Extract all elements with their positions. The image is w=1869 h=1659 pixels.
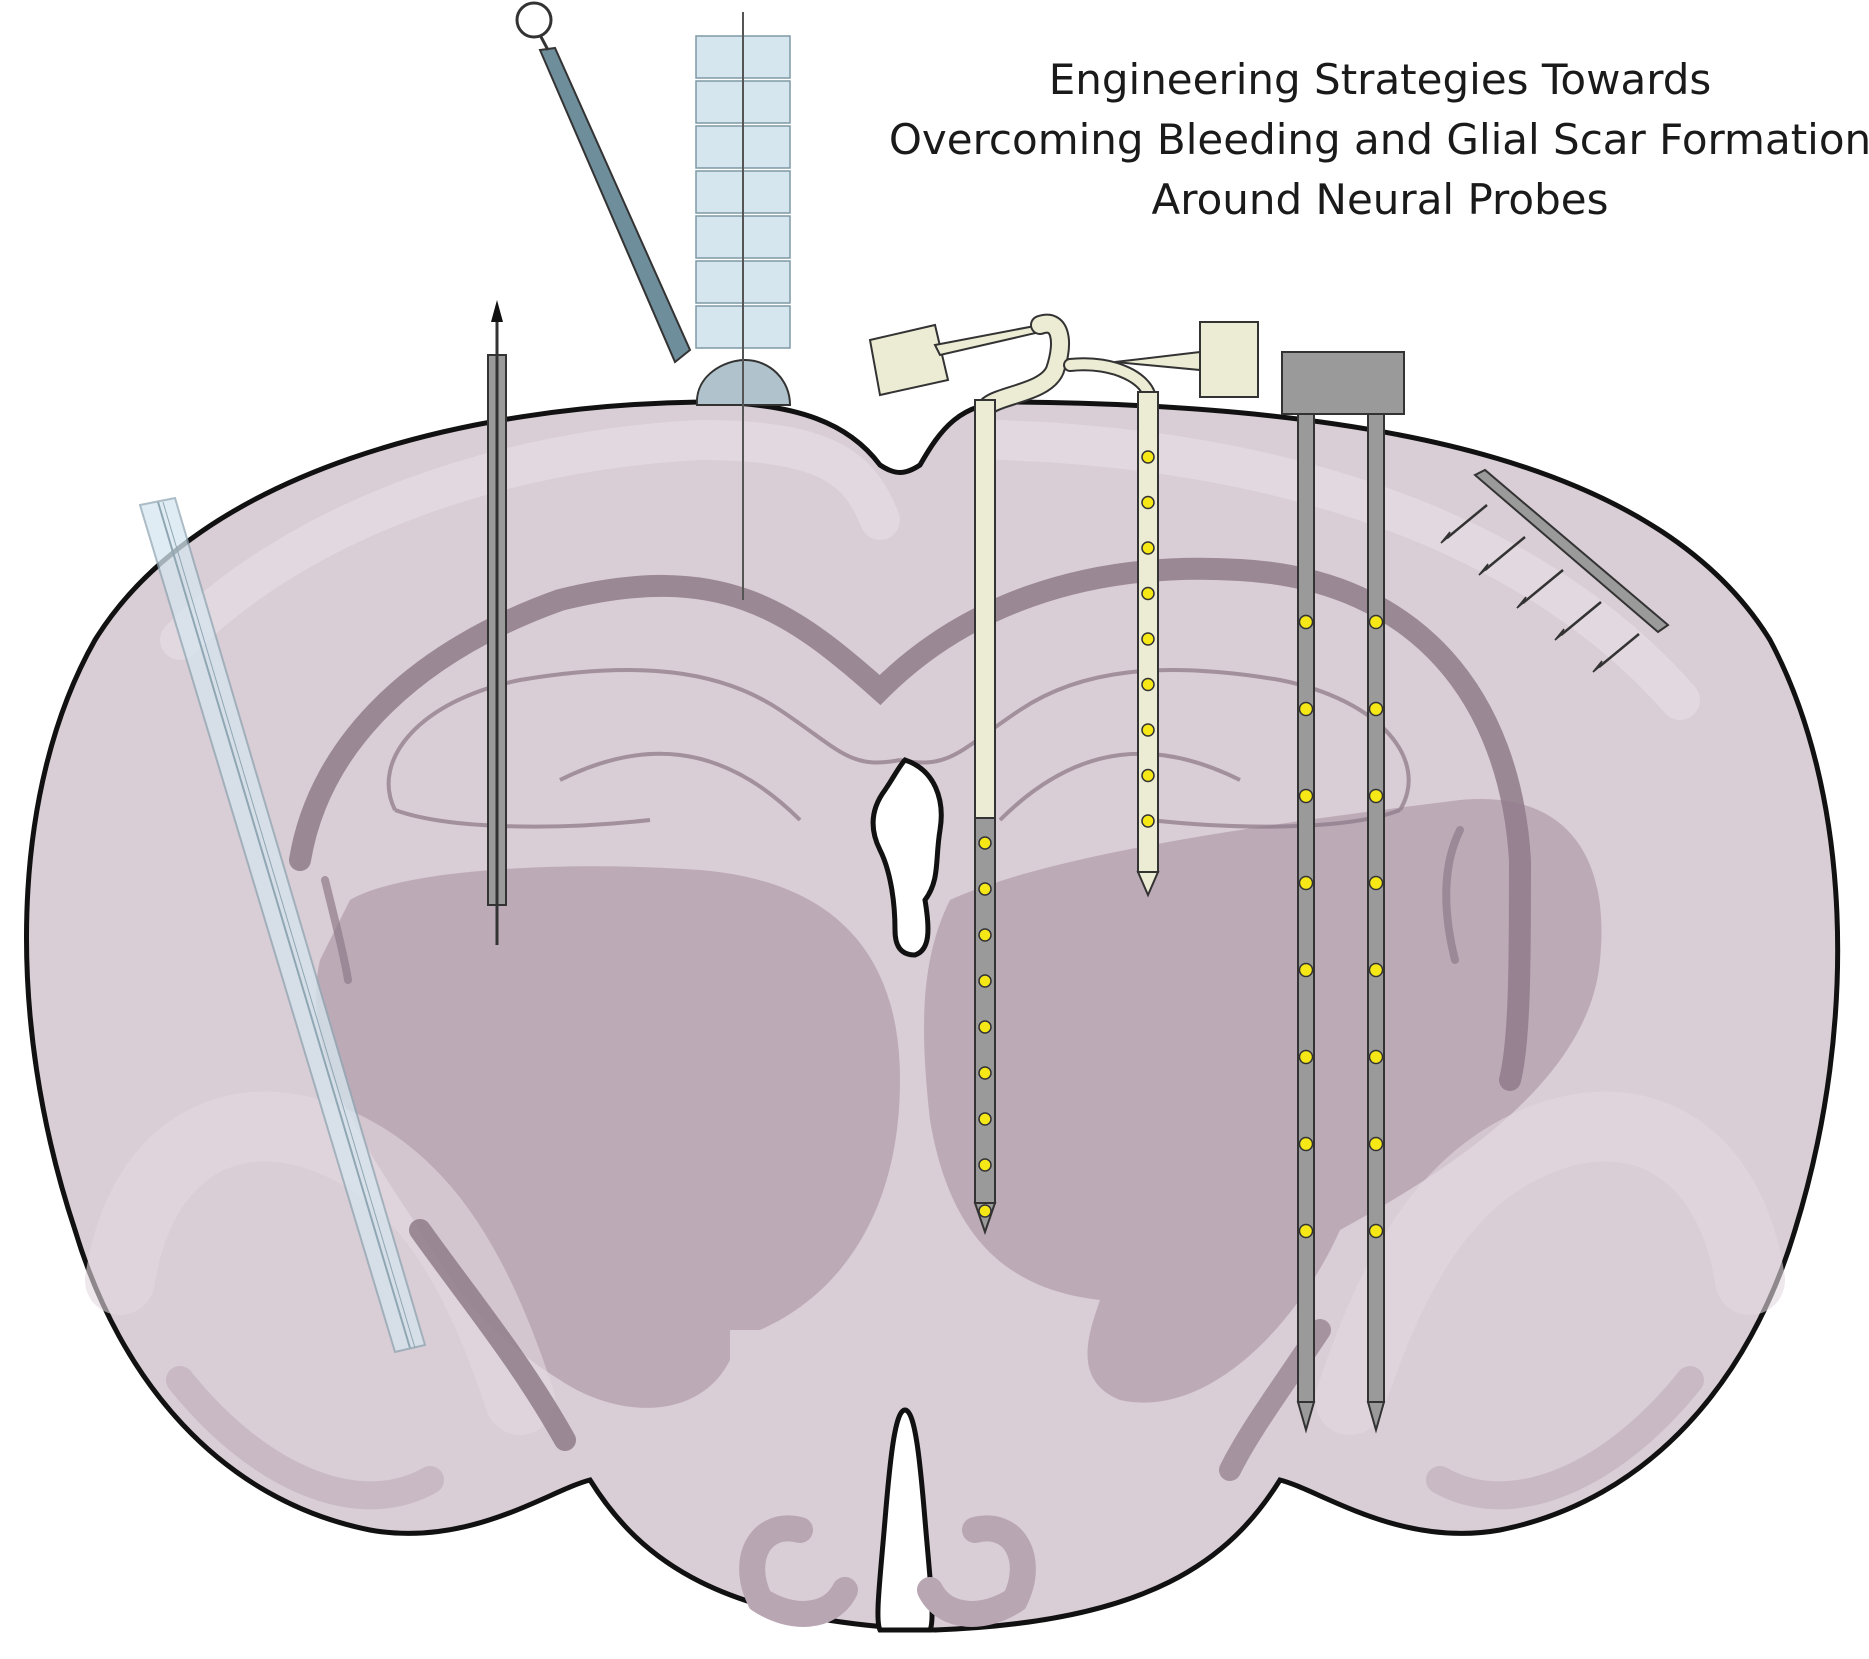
electrode-site (1298, 875, 1314, 891)
microneedle-tip (1440, 531, 1451, 544)
bottom-left-rim (166, 1366, 444, 1510)
title-line-1: Engineering Strategies Towards (1048, 55, 1712, 104)
microneedle-tip (1516, 596, 1527, 609)
left-hippocampus (386, 668, 901, 829)
electrode-site (978, 974, 992, 988)
microneedle-array-icon (1440, 468, 1670, 673)
microneedle (1522, 569, 1564, 604)
electrode-site (1141, 450, 1155, 464)
shuttle-inserter-icon (695, 12, 791, 600)
left-small-tract (321, 876, 352, 984)
third-ventricle (870, 757, 944, 958)
electrode-site (1298, 1136, 1314, 1152)
electrode-site (1368, 1136, 1384, 1152)
left-capsule (409, 1219, 576, 1451)
microneedle-tip (1478, 563, 1489, 576)
electrode-site (978, 1066, 992, 1080)
electrode-site (1368, 788, 1384, 804)
electrode-site (978, 1158, 992, 1172)
electrode-site (1141, 768, 1155, 783)
electrode-site (1368, 875, 1384, 891)
electrode-site (1141, 541, 1155, 555)
lower-ventricle (875, 1407, 935, 1633)
cortex-band (160, 419, 1700, 720)
electrode-site (1141, 723, 1155, 737)
catheter-icon (138, 496, 427, 1354)
microneedle (1446, 504, 1488, 539)
electrode-site (1141, 586, 1155, 601)
electrode-site (978, 928, 992, 942)
electrode-site (1298, 1223, 1314, 1239)
flexible-probe-icon (868, 313, 1070, 1236)
lower-right-lobe (917, 1515, 1036, 1627)
electrode-site (1368, 701, 1384, 717)
lower-left-lobe (739, 1515, 858, 1627)
electrode-site (978, 882, 992, 896)
right-striatum (924, 799, 1602, 1403)
electrode-site (1298, 962, 1314, 978)
electrode-site (1298, 788, 1314, 804)
electrode-site (1141, 495, 1155, 510)
electrode-site (1298, 1049, 1314, 1065)
retracting-probe-icon (487, 300, 507, 945)
microneedle (1598, 633, 1640, 668)
electrode-site (1141, 677, 1155, 692)
electrode-site (978, 1112, 992, 1126)
electrode-site (978, 1020, 992, 1034)
microneedle-tip (1554, 628, 1565, 641)
electrode-site (1368, 1049, 1384, 1065)
electrode-site (1298, 701, 1314, 717)
electrode-site (1368, 1223, 1384, 1239)
diagram-title: Engineering Strategies Towards Overcomin… (880, 50, 1869, 230)
electrode-site (1298, 614, 1314, 630)
title-line-3: Around Neural Probes (1151, 175, 1609, 224)
right-small-tract (1442, 826, 1464, 964)
flexible-probe-icon (1063, 321, 1259, 898)
multi-shank-probe-icon (1281, 351, 1405, 1434)
electrode-site (1368, 614, 1384, 630)
microneedle-tip (1592, 660, 1603, 673)
electrode-site (978, 836, 992, 850)
microneedle (1484, 536, 1526, 571)
right-lower-band (1315, 1091, 1785, 1435)
microneedle (1560, 601, 1602, 636)
title-line-2: Overcoming Bleeding and Glial Scar Forma… (888, 115, 1869, 164)
electrode-site (1141, 632, 1155, 646)
electrode-site (1368, 962, 1384, 978)
electrode-site (978, 1204, 992, 1218)
electrode-site (1141, 814, 1155, 828)
bottom-right-rim (1426, 1366, 1704, 1510)
